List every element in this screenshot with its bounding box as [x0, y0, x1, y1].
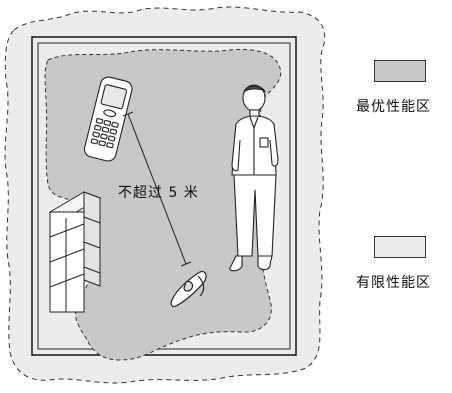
legend-swatch-optimal: [374, 60, 426, 82]
room-outer-wall: [31, 36, 297, 356]
legend-label-optimal: 最优性能区: [356, 99, 431, 115]
bookshelf-icon: [48, 191, 102, 313]
legend-swatch-limited: [374, 236, 426, 258]
mobile-phone-icon: [83, 76, 133, 162]
legend-label-limited: 有限性能区: [356, 275, 431, 291]
person-icon: [229, 84, 279, 272]
room-inner-wall: [37, 42, 291, 350]
bluetooth-headset-icon: [170, 271, 207, 308]
distance-indicator: [122, 111, 192, 267]
distance-label: 不超过 5 米: [118, 185, 199, 201]
